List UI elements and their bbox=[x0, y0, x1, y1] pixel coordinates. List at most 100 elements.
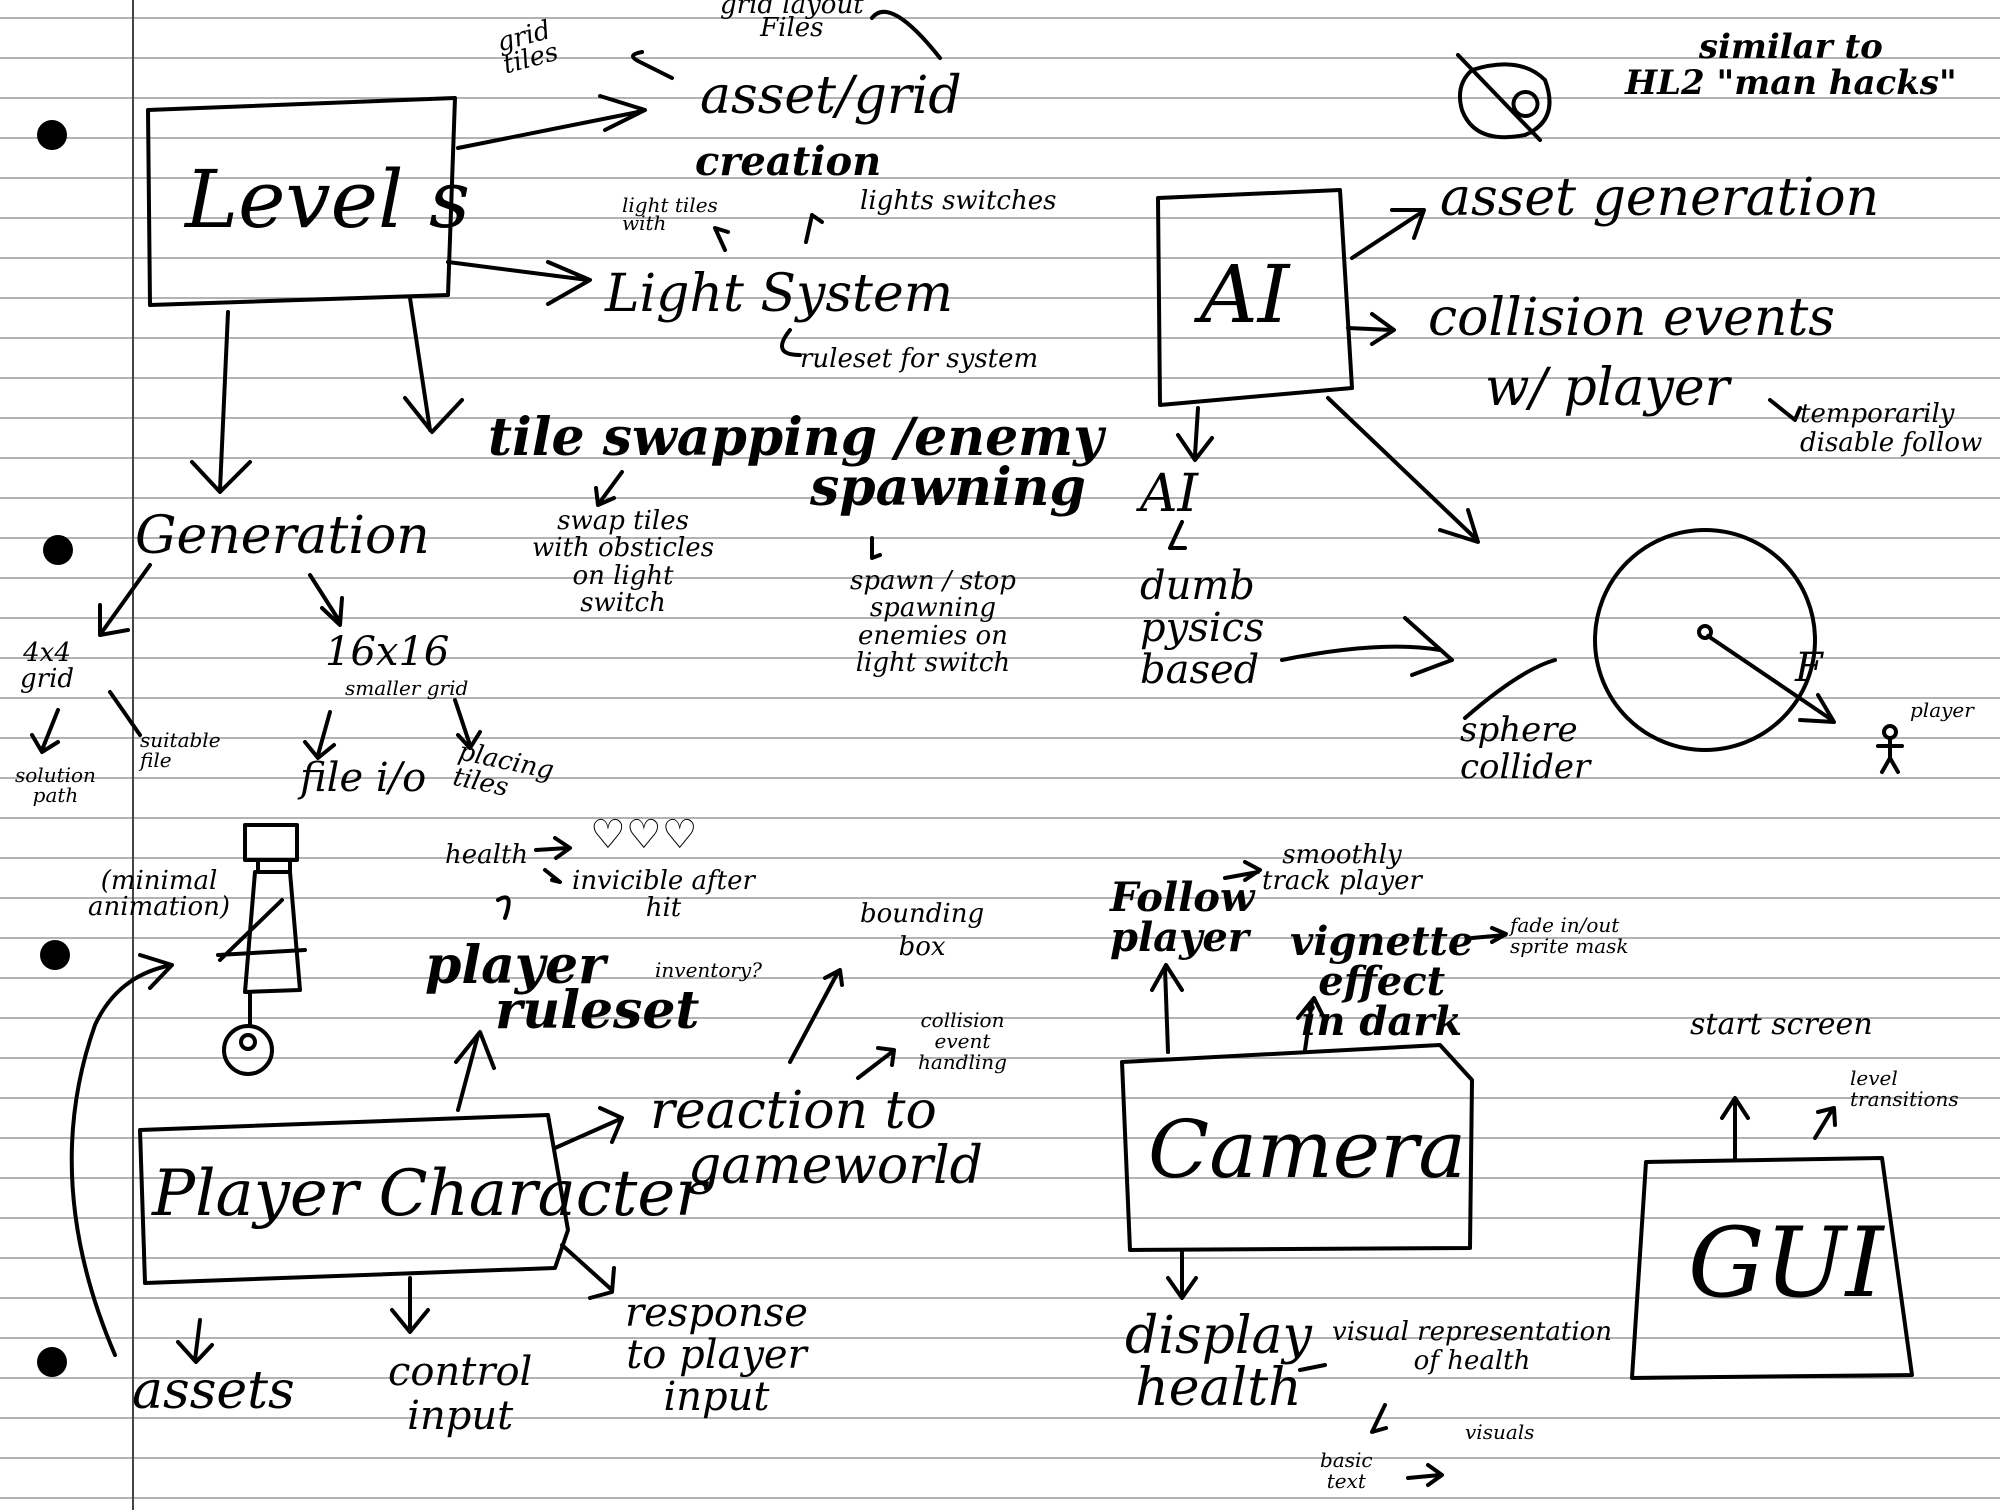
arrow-ai-asset bbox=[1350, 208, 1426, 260]
binder-hole-3 bbox=[40, 940, 70, 970]
levels-box bbox=[146, 96, 457, 307]
ai-box bbox=[1156, 188, 1354, 407]
arrow-vignette-fade bbox=[1470, 926, 1508, 944]
inventory-label: inventory? bbox=[655, 958, 762, 982]
solution-path-label: solution path bbox=[15, 763, 96, 807]
player-character-title: Player Character bbox=[152, 1157, 706, 1231]
arrow-camera-follow bbox=[1150, 963, 1184, 1054]
arrow-health bbox=[534, 836, 572, 860]
arrow-gen-16x16 bbox=[308, 573, 344, 627]
arrow-16-fileio bbox=[303, 710, 336, 760]
assets-label: assets bbox=[132, 1361, 295, 1421]
ai-title: AI bbox=[1200, 248, 1290, 341]
arrow-animation-curve bbox=[69, 953, 174, 1357]
arrow-bounding bbox=[788, 968, 844, 1064]
suitable-file-label: suitable file bbox=[140, 728, 221, 772]
grid4-label: 4x4 grid bbox=[20, 638, 75, 694]
arrow-gui-start bbox=[1720, 1096, 1750, 1162]
arrow-ai-collision bbox=[1346, 312, 1396, 346]
arrow-light-ruleset bbox=[780, 328, 802, 357]
swap-tiles-label: swap tiles with obsticles on light switc… bbox=[532, 506, 715, 618]
visuals-label: visuals bbox=[1465, 1420, 1535, 1444]
vignette-label: vignette effect in dark bbox=[1290, 918, 1474, 1045]
arrow-pc-ruleset bbox=[454, 1030, 496, 1112]
sphere-collider-center bbox=[1697, 624, 1713, 640]
ruleset-label: ruleset for system bbox=[800, 344, 1039, 374]
sphere-collider-circle bbox=[1593, 528, 1817, 752]
health-label: health bbox=[445, 840, 529, 870]
stick-figure-player bbox=[1876, 724, 1904, 774]
arrow-display-visual bbox=[1298, 1363, 1327, 1372]
asset-generation-label: asset generation bbox=[1440, 168, 1880, 228]
arrow-levels-generation bbox=[190, 310, 252, 494]
player-label: player bbox=[1910, 698, 1974, 722]
arrow-ai-sub bbox=[1176, 406, 1214, 462]
arrow-temp-disable bbox=[1768, 398, 1802, 422]
visual-rep-label: visual representation of health bbox=[1332, 1317, 1613, 1376]
arrow-grid-tiles bbox=[631, 50, 674, 80]
arrow-tile-swap bbox=[594, 470, 624, 507]
arrow-levels-asset bbox=[456, 94, 647, 150]
fade-label: fade in/out sprite mask bbox=[1510, 913, 1629, 958]
force-label: F bbox=[1795, 645, 1823, 691]
ai-sub-label: AI bbox=[1140, 464, 1199, 524]
ai-logo bbox=[1456, 53, 1552, 142]
arrow-sphere-curve bbox=[1463, 658, 1557, 720]
arrow-gen-4x4 bbox=[98, 563, 152, 637]
character-sketch bbox=[216, 823, 307, 1076]
basic-text-label: basic text bbox=[1320, 1448, 1373, 1493]
arrow-collision-handling bbox=[856, 1046, 896, 1080]
arrow-basic-visuals bbox=[1406, 1463, 1444, 1487]
creation-label: creation bbox=[695, 138, 882, 185]
arrow-ruleset-curve bbox=[496, 895, 511, 920]
light-switches-label: lights switches bbox=[860, 186, 1057, 216]
asset-grid-label: asset/grid bbox=[700, 66, 962, 126]
temp-disable-label: temporarily disable follow bbox=[1800, 399, 1983, 458]
gui-box bbox=[1630, 1156, 1914, 1380]
binder-hole-4 bbox=[37, 1347, 67, 1377]
binder-hole-2 bbox=[43, 535, 73, 565]
control-input-label: control input bbox=[388, 1349, 533, 1439]
player-ruleset-label-1: player bbox=[425, 935, 606, 996]
grid16-label: 16x16 bbox=[325, 629, 450, 675]
arrow-spawn bbox=[870, 536, 882, 560]
binder-hole-1 bbox=[37, 120, 67, 150]
arrow-16-placing bbox=[453, 698, 482, 750]
reaction-label-1: reaction to bbox=[650, 1081, 937, 1141]
arrow-ai-dumb bbox=[1168, 520, 1187, 550]
light-tiles-label: light tiles with bbox=[622, 193, 718, 235]
file-io-label: file i/o bbox=[300, 755, 427, 801]
arrow-light-switches bbox=[804, 213, 824, 244]
arrow-gui-level bbox=[1813, 1106, 1837, 1140]
arrow-4x4-solution bbox=[30, 708, 60, 754]
dumb-physics-label: dumb pysics based bbox=[1140, 563, 1265, 693]
arrow-invincible bbox=[543, 868, 562, 884]
arrow-ai-sphere bbox=[1326, 396, 1480, 544]
collision-events-label: collision events bbox=[1428, 288, 1835, 348]
similar-label: similar to HL2 "man hacks" bbox=[1625, 27, 1957, 103]
minimal-animation-label: (minimal animation) bbox=[88, 866, 231, 922]
display-health-label: display health bbox=[1125, 1306, 1312, 1418]
arrow-visual-basic bbox=[1370, 1403, 1388, 1434]
light-system-label: Light System bbox=[605, 264, 954, 324]
player-character-box bbox=[138, 1113, 570, 1285]
arrow-levels-light bbox=[446, 260, 592, 306]
generation-title: Generation bbox=[135, 506, 430, 566]
arrow-pc-control bbox=[390, 1276, 430, 1334]
start-screen-label: start screen bbox=[1690, 1007, 1873, 1042]
arrow-pc-response bbox=[560, 1243, 616, 1300]
arrow-light-tiles bbox=[713, 226, 730, 252]
follow-player-label: Follow player bbox=[1110, 874, 1255, 961]
grid-layout-files-label: grid layout Files bbox=[720, 0, 864, 44]
invincible-label: invicible after hit bbox=[572, 866, 755, 924]
arrow-dumb-sphere bbox=[1280, 616, 1454, 677]
spawn-stop-label: spawn / stop spawning enemies on light s… bbox=[850, 566, 1016, 678]
levels-title: Level s bbox=[185, 153, 471, 246]
collision-handling-label: collision event handling bbox=[918, 1008, 1007, 1074]
gui-title: GUI bbox=[1688, 1207, 1884, 1319]
arrow-levels-tileswap bbox=[403, 296, 464, 434]
response-label: response to player input bbox=[625, 1290, 808, 1420]
arrow-4x4-suitable bbox=[108, 690, 142, 737]
